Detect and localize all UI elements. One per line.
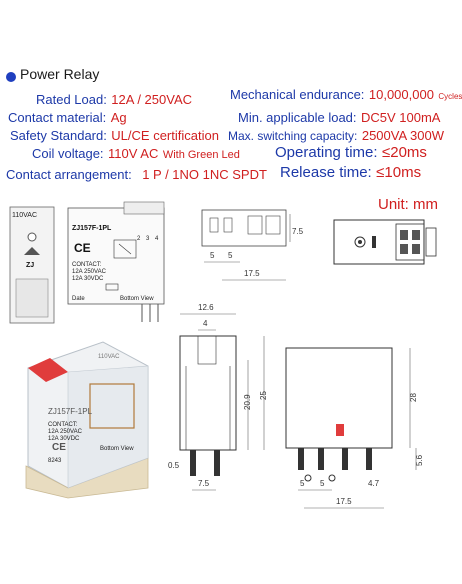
svg-text:2: 2 [137, 236, 141, 242]
spec-rated-load: Rated Load: 12A / 250VAC [36, 92, 193, 107]
svg-text:3: 3 [146, 236, 150, 242]
svg-text:7.5: 7.5 [292, 227, 304, 236]
svg-text:28: 28 [409, 393, 418, 402]
svg-text:4: 4 [203, 319, 208, 328]
svg-text:17.5: 17.5 [244, 269, 260, 278]
bullet-icon [6, 72, 16, 82]
svg-text:Bottom View: Bottom View [120, 296, 154, 302]
svg-text:5: 5 [210, 251, 215, 260]
svg-text:12A 30VDC: 12A 30VDC [72, 276, 104, 282]
svg-text:Date: Date [72, 296, 85, 302]
svg-text:5: 5 [300, 479, 305, 488]
test-lever [336, 424, 344, 436]
svg-text:4: 4 [155, 236, 159, 242]
relay-label-view: ZJ157F-1PL CE 2 3 4 CONTACT: 12A 250VAC … [67, 201, 165, 322]
socket-tag-drawing: 110VAC ZJ [9, 206, 55, 324]
spec-max-switching: Max. switching capacity: 2500VA 300W [228, 128, 444, 143]
arrow-icon [24, 247, 40, 255]
svg-text:0.5: 0.5 [168, 461, 180, 470]
svg-text:25: 25 [259, 391, 268, 400]
test-lever [28, 358, 68, 382]
svg-text:CONTACT:: CONTACT: [72, 262, 102, 268]
front-dimension-drawing: 12.6 4 20.9 25 0.5 7.5 [168, 303, 268, 491]
svg-text:5: 5 [228, 251, 233, 260]
svg-text:17.5: 17.5 [336, 497, 352, 506]
svg-text:12A 30VDC: 12A 30VDC [48, 436, 80, 442]
svg-text:7.5: 7.5 [198, 479, 210, 488]
pin-layout-drawing: 7.5 5 5 17.5 [201, 209, 304, 281]
svg-text:ZJ157F-1PL: ZJ157F-1PL [48, 407, 93, 416]
brand-logo: ZJ [26, 262, 34, 269]
spec-coil-voltage: Coil voltage: 110V AC With Green Led [32, 146, 240, 161]
svg-text:4.7: 4.7 [368, 479, 380, 488]
page-title: Power Relay [20, 66, 100, 82]
spec-operating-time: Operating time: ≤20ms [275, 144, 427, 161]
ce-mark-icon: CE [74, 241, 91, 255]
svg-text:110VAC: 110VAC [98, 354, 120, 360]
svg-text:12A 250VAC: 12A 250VAC [72, 269, 107, 275]
svg-text:Bottom View: Bottom View [100, 446, 134, 452]
svg-text:12A 250VAC: 12A 250VAC [48, 429, 83, 435]
unit-label: Unit: mm [378, 196, 438, 213]
svg-text:5: 5 [320, 479, 325, 488]
spec-mechanical-endurance: Mechanical endurance: 10,000,000 Cycles [230, 87, 462, 102]
svg-text:CONTACT:: CONTACT: [48, 422, 78, 428]
side-dimension-drawing: 28 5.6 5 5 4.7 17.5 [285, 347, 424, 509]
svg-text:12.6: 12.6 [198, 303, 214, 312]
spec-contact-arrangement: Contact arrangement: 1 P / 1NO 1NC SPDT [6, 167, 267, 182]
svg-text:5.6: 5.6 [415, 454, 424, 466]
spec-contact-material: Contact material: Ag [8, 110, 127, 125]
spec-release-time: Release time: ≤10ms [280, 164, 422, 181]
svg-text:20.9: 20.9 [243, 394, 252, 410]
socket-front-drawing [333, 219, 437, 265]
coil-icon [89, 383, 135, 429]
svg-text:8243: 8243 [48, 458, 62, 464]
relay-photo: ZJ157F-1PL 110VAC CONTACT: 12A 250VAC 12… [25, 341, 149, 499]
svg-text:110VAC: 110VAC [12, 212, 37, 219]
spec-min-load: Min. applicable load: DC5V 100mA [238, 110, 441, 125]
spec-safety-standard: Safety Standard: UL/CE certification [10, 128, 219, 143]
ce-mark-icon: CE [52, 442, 66, 453]
circuit-symbol-icon [113, 239, 137, 259]
relay-model-label: ZJ157F-1PL [72, 225, 112, 232]
